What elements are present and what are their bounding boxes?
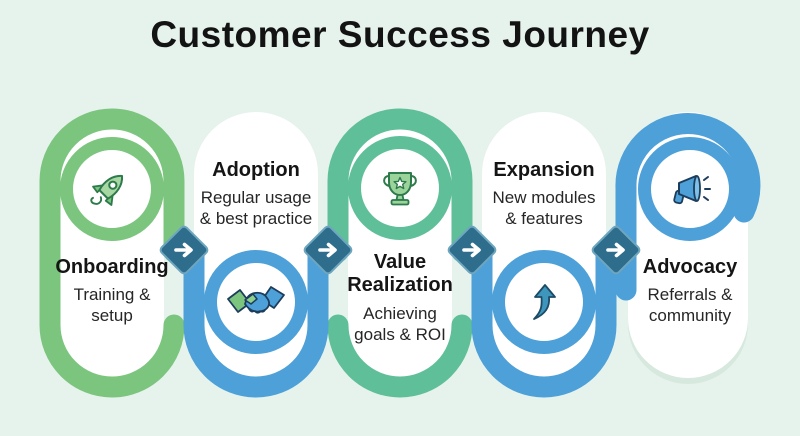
megaphone-icon — [673, 175, 711, 205]
connector-diamond — [591, 225, 641, 275]
arrow-right-icon — [606, 242, 625, 258]
stage-desc-value-realization: Achieving goals & ROI — [354, 304, 446, 344]
arrow-right-icon — [174, 242, 193, 258]
stage-desc-adoption: Regular usage & best practice — [199, 188, 313, 228]
trophy-icon — [383, 172, 417, 206]
rocket-icon — [90, 174, 124, 206]
arrow-right-icon — [318, 242, 337, 258]
connector-diamond — [303, 225, 353, 275]
stage-name-value-realization: Value Realization — [347, 251, 453, 296]
page-title: Customer Success Journey — [150, 14, 650, 55]
handshake-icon — [227, 286, 285, 314]
stage-name-advocacy: Advocacy — [642, 256, 738, 278]
stage-desc-expansion: New modules & features — [492, 188, 596, 228]
stage-desc-onboarding: Training & setup — [73, 285, 151, 325]
growth-arrow-icon — [533, 284, 556, 320]
road-adoption — [183, 241, 329, 398]
stage-name-onboarding: Onboarding — [55, 256, 169, 278]
road-expansion — [471, 241, 617, 398]
stage-name-adoption: Adoption — [212, 159, 300, 181]
road-value-bottom — [327, 314, 473, 398]
road-advocacy-curl — [615, 113, 761, 301]
connector-diamond — [159, 225, 209, 275]
road-onboarding — [39, 108, 185, 398]
road-value-arch — [327, 108, 473, 263]
stage-name-expansion: Expansion — [493, 159, 595, 181]
connector-diamond — [447, 225, 497, 275]
stage-desc-advocacy: Referrals & community — [647, 285, 733, 325]
arrow-right-icon — [462, 242, 481, 258]
